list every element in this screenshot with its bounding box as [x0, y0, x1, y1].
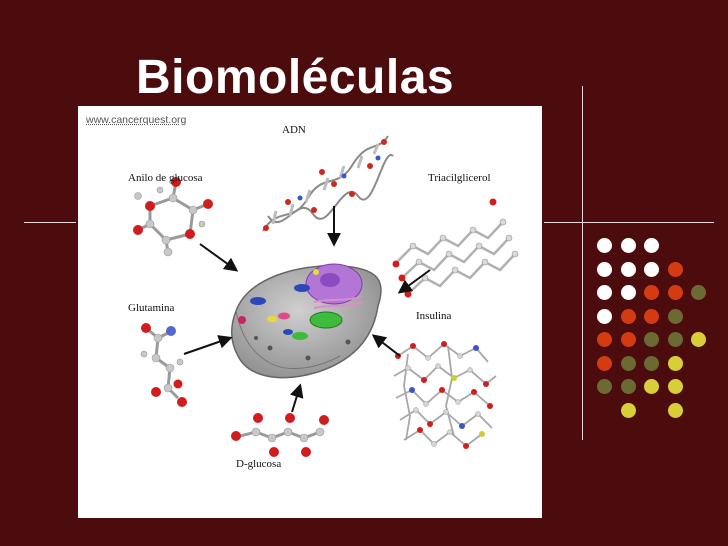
decorative-dot	[597, 379, 612, 394]
label-triacilglicerol: Triacilglicerol	[428, 172, 491, 184]
decorative-dot	[691, 332, 706, 347]
figure-illustration	[133, 135, 519, 457]
decorative-dot	[620, 379, 636, 394]
horizontal-rule-right	[544, 222, 714, 223]
decorative-dot	[597, 285, 612, 300]
decorative-dot	[644, 261, 659, 277]
horizontal-rule-left	[24, 222, 76, 223]
label-d-glucosa: D-glucosa	[236, 458, 282, 470]
cell-illustration	[231, 263, 382, 379]
vertical-rule-top	[582, 86, 583, 106]
biomolecules-figure: www.cancerquest.org	[78, 106, 542, 518]
dna-molecule	[262, 135, 394, 232]
label-anilo-de-glucosa: Anilo de glucosa	[128, 172, 203, 184]
decorative-dot	[644, 308, 659, 324]
decorative-dot	[667, 332, 683, 347]
decorative-dot	[667, 379, 683, 394]
decorative-dot	[620, 402, 636, 418]
insulin-molecule	[393, 341, 497, 449]
decorative-dot	[620, 285, 636, 300]
decorative-dot	[644, 332, 659, 347]
triacylglycerol-molecule	[392, 198, 519, 298]
decorative-dot	[597, 332, 612, 347]
decorative-dot	[620, 355, 636, 371]
decorative-dot	[620, 261, 636, 277]
glutamine-molecule	[140, 323, 187, 407]
decorative-dot	[620, 332, 636, 347]
decorative-dot	[597, 308, 612, 324]
decorative-dot	[597, 355, 612, 371]
decorative-dot	[667, 402, 683, 418]
label-adn: ADN	[282, 124, 306, 136]
decorative-dot	[620, 238, 636, 253]
decorative-dot	[597, 238, 612, 253]
label-insulina: Insulina	[416, 310, 452, 322]
slide-title: Biomoléculas	[136, 51, 455, 104]
vertical-rule-right	[582, 106, 583, 440]
decorative-dot	[691, 285, 706, 300]
decorative-dot	[667, 261, 683, 277]
glucose-ring-molecule	[133, 177, 213, 257]
decorative-dot	[667, 355, 683, 371]
label-glutamina: Glutamina	[128, 302, 175, 314]
decorative-dot	[644, 238, 659, 253]
source-url: www.cancerquest.org	[86, 114, 187, 126]
decorative-dot	[597, 261, 612, 277]
decorative-dot	[644, 355, 659, 371]
decorative-dot	[667, 308, 683, 324]
decorative-dot	[644, 285, 659, 300]
decorative-dot	[620, 308, 636, 324]
decorative-dot	[667, 285, 683, 300]
d-glucose-molecule	[231, 413, 329, 457]
arrows	[183, 206, 431, 413]
decorative-dot	[644, 379, 659, 394]
